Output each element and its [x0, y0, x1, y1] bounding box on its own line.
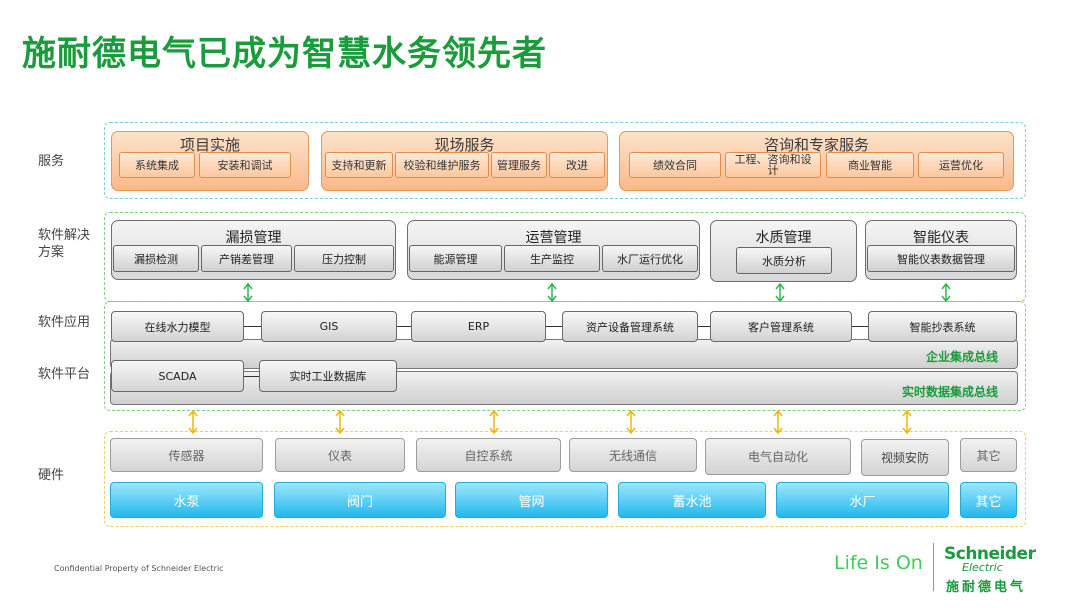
solution-item: 生产监控 [504, 245, 600, 272]
page-title: 施耐德电气已成为智慧水务领先者 [22, 34, 547, 74]
software-frame [104, 301, 1026, 411]
bus-connector [546, 326, 562, 327]
service-item: 安装和调试 [199, 152, 291, 178]
realtime-bus-label: 实时数据集成总线 [902, 385, 999, 399]
solution-item: 能源管理 [409, 245, 502, 272]
app-asset-management: 资产设备管理系统 [562, 311, 698, 342]
app-smart-meter-reading: 智能抄表系统 [868, 311, 1017, 342]
service-item: 系统集成 [119, 152, 195, 178]
row-label-solutions: 软件解决方案 [38, 228, 91, 260]
bus-connector [852, 326, 868, 327]
app-crm: 客户管理系统 [710, 311, 852, 342]
service-group-title: 现场服务 [434, 136, 495, 154]
service-item: 商业智能 [826, 152, 914, 178]
hardware-item: 自控系统 [416, 438, 561, 472]
row-label-services: 服务 [38, 154, 65, 169]
service-item: 运营优化 [918, 152, 1004, 178]
bus-connector [243, 326, 261, 327]
service-item: 改进 [549, 152, 605, 178]
service-item: 绩效合同 [629, 152, 721, 178]
service-group-title: 咨询和专家服务 [763, 136, 869, 154]
hardware-item: 水泵 [110, 482, 263, 518]
hardware-item: 传感器 [110, 438, 263, 472]
bus-connector [698, 326, 710, 327]
hardware-item: 水厂 [776, 482, 949, 518]
schneider-logo: Schneider [944, 544, 1036, 564]
solution-group-title: 智能仪表 [913, 230, 969, 246]
hardware-item: 其它 [960, 438, 1017, 472]
hardware-item: 管网 [455, 482, 608, 518]
solution-item: 产销差管理 [201, 245, 292, 272]
hardware-item: 阀门 [274, 482, 446, 518]
hardware-item: 其它 [960, 482, 1017, 518]
service-group-title: 项目实施 [179, 136, 240, 154]
platform-scada: SCADA [111, 360, 244, 392]
bus-connector [397, 326, 411, 327]
double-arrow-icon [335, 409, 345, 435]
row-label-platform: 软件平台 [38, 367, 91, 382]
footer-confidential: Confidential Property of Schneider Elect… [54, 564, 224, 573]
service-item: 管理服务 [491, 152, 547, 178]
life-is-on-slogan: Life Is On [834, 552, 923, 574]
schneider-logo-sub: Electric [962, 561, 1003, 574]
service-item: 工程、咨询和设计 [725, 152, 821, 178]
schneider-logo-cn: 施耐德电气 [946, 580, 1027, 595]
solution-item: 智能仪表数据管理 [867, 245, 1015, 272]
double-arrow-icon [489, 409, 499, 435]
hardware-item: 电气自动化 [705, 438, 851, 475]
solution-group-title: 运营管理 [525, 230, 582, 246]
enterprise-bus-label: 企业集成总线 [926, 350, 999, 364]
enterprise-bus [110, 339, 1018, 369]
hardware-item: 无线通信 [569, 438, 697, 472]
service-item: 校验和维护服务 [395, 152, 489, 178]
double-arrow-icon [626, 409, 636, 435]
row-label-hardware: 硬件 [38, 468, 65, 483]
solution-item: 压力控制 [294, 245, 394, 272]
app-erp: ERP [411, 311, 546, 342]
hardware-item: 视频安防 [861, 439, 949, 476]
double-arrow-icon [902, 409, 912, 435]
double-arrow-icon [773, 409, 783, 435]
solution-item: 水质分析 [736, 247, 832, 274]
solution-item: 漏损检测 [113, 245, 199, 272]
app-hydraulic-model: 在线水力模型 [111, 311, 244, 342]
hardware-item: 蓄水池 [618, 482, 766, 518]
bus-connector [243, 376, 261, 377]
service-item: 支持和更新 [325, 152, 393, 178]
solution-group-title: 漏损管理 [225, 230, 282, 246]
services-frame [104, 122, 1026, 199]
logo-divider [933, 543, 934, 591]
hardware-item: 仪表 [275, 438, 405, 472]
platform-realtime-db: 实时工业数据库 [259, 360, 397, 392]
app-gis: GIS [261, 311, 397, 342]
hardware-frame [104, 431, 1026, 527]
solution-item: 水厂运行优化 [602, 245, 698, 272]
solution-group-title: 水质管理 [755, 230, 812, 246]
yellow-arrows [188, 409, 912, 435]
double-arrow-icon [188, 409, 198, 435]
row-label-apps: 软件应用 [38, 315, 91, 330]
